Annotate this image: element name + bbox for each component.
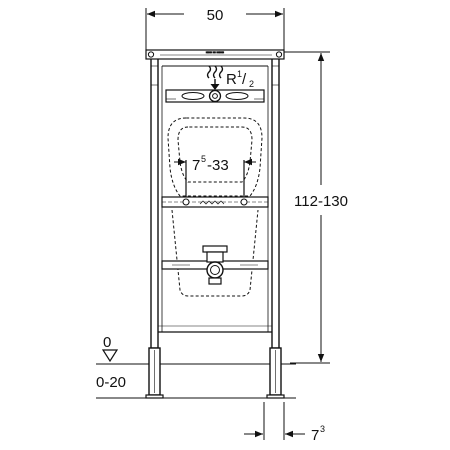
fixing-spacing-main: 7 [192,157,200,174]
urinal-bowl-outline [167,117,263,197]
fixing-spacing-tail: -33 [207,157,229,174]
supply-flow-arrowhead [210,84,220,90]
height-dimension: 112-130 [284,51,348,364]
top-right-bolt [275,51,283,58]
pipe-size-separator: / [242,71,247,88]
height-label: 112-130 [294,193,348,210]
offset-label-sup: 3 [320,424,325,434]
right-foot-plate [266,394,285,399]
offset-label-main: 7 [311,427,319,444]
floor-levels [96,363,296,399]
drain-fitting-body [206,261,224,279]
fixing-spacing-label: 7 5 -33 [190,152,240,174]
drain-fitting-top [202,245,228,253]
offset-dimension: 7 3 [244,402,325,444]
top-left-bolt [147,51,155,58]
drain-fitting-outlet [208,277,222,285]
supply-connection-core [212,93,218,99]
fixing-nut-right [240,198,248,206]
supply-connection [208,89,222,103]
fixing-bolts [174,158,256,200]
top-rail-marking: ▪▪▪▪ ▪▪ ▪▪▪▪▪ [206,50,224,55]
fixing-spacing-sup: 5 [201,154,206,164]
drain-bracket [161,245,269,285]
pipe-size-main: R [226,71,237,88]
urinal-lower-body [171,209,259,297]
pipe-size-numerator: 1 [237,69,242,79]
urinal-outline [167,117,263,297]
supply-bracket [165,89,265,103]
fixing-nut-left [182,198,190,206]
drain-fitting-core [210,265,220,275]
width-label: 50 [207,7,224,24]
width-dimension: 50 [145,7,285,50]
fixing-crossbar [161,196,269,208]
pipe-size-denominator: 2 [249,79,254,89]
top-rail [145,49,285,60]
frame-feet [145,347,285,399]
floor-level-range: 0-20 [96,374,126,391]
left-foot-plate [145,394,164,399]
floor-level-zero: 0 [103,334,111,351]
urinal-bowl-inner [177,126,253,183]
drain-fitting-neck [206,251,224,263]
level-triangle-icon [101,349,119,363]
supply-slot-left [181,92,205,100]
heat-wave-icon [206,65,224,79]
supply-slot-right [225,92,249,100]
pipe-size-label: R 1 / 2 [226,69,254,89]
